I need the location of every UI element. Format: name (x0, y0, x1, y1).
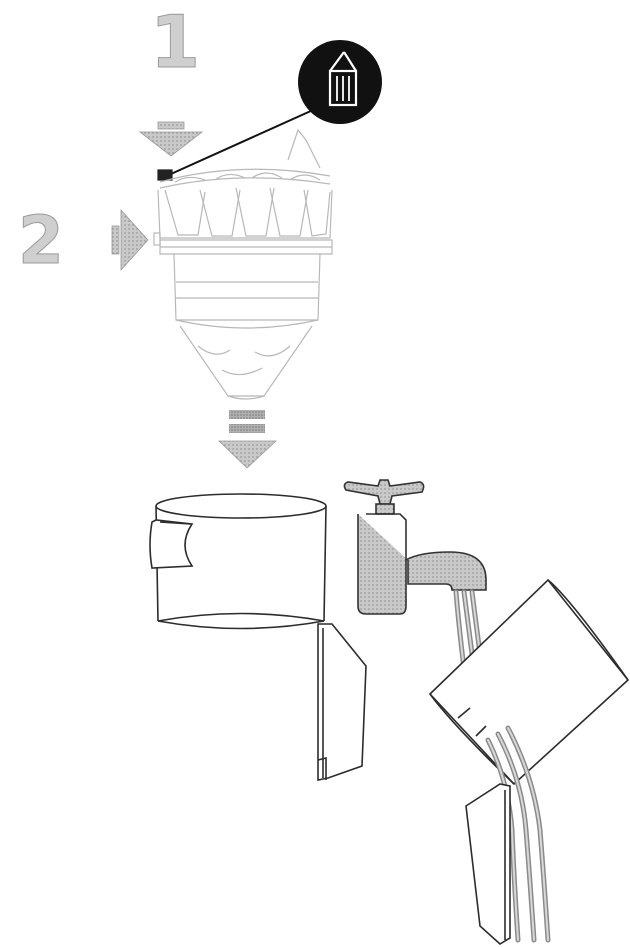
rinsing-bin-lid (465, 783, 511, 945)
step-2-number: 2 (18, 202, 65, 279)
down-arrow-icon (138, 121, 204, 157)
rinsing-bin (428, 578, 630, 786)
water-drain-stream (485, 725, 551, 943)
clear-bin (149, 493, 367, 781)
step-1-number: 1 (149, 0, 201, 84)
trash-bin-icon (328, 51, 358, 107)
remove-arrow-icon (218, 410, 278, 469)
cyclone-assembly (153, 128, 333, 400)
bin-release-badge (161, 40, 382, 179)
water-tap-icon (343, 479, 487, 615)
right-arrow-icon (111, 208, 149, 272)
